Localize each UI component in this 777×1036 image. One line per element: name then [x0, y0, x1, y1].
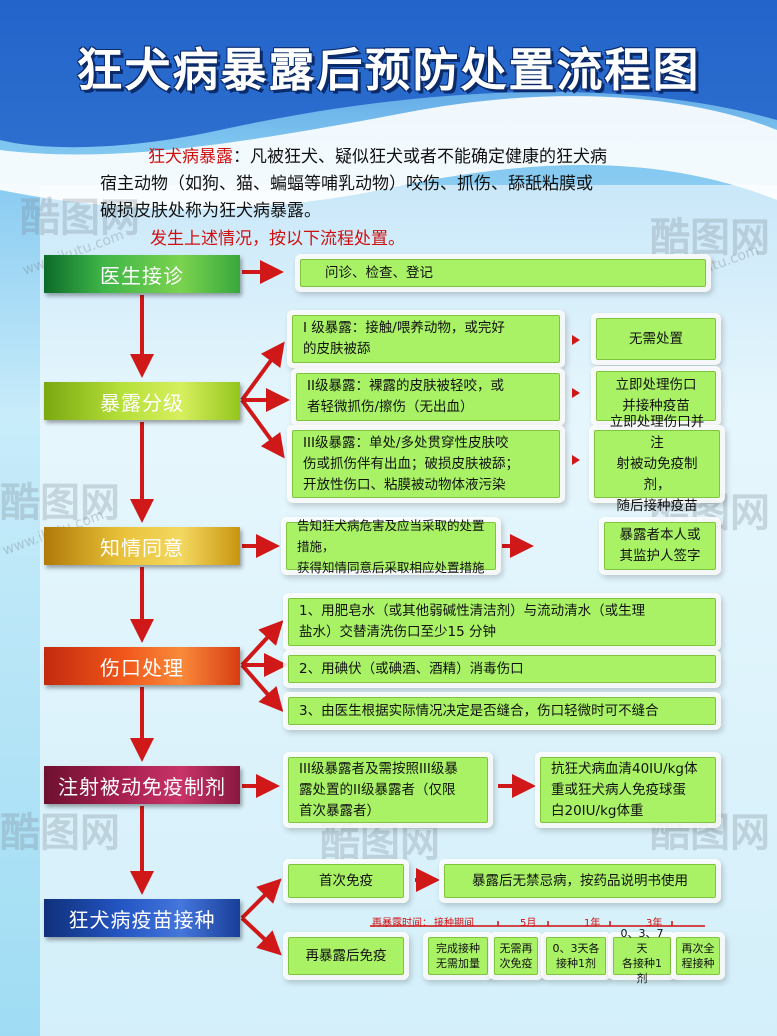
consent-result-line: 其监护人签字 — [619, 548, 701, 564]
level-1-action-box: 无需处置 — [596, 318, 716, 360]
flow-arrow-branch — [240, 916, 282, 956]
first-immunization-note: 暴露后无禁忌病，按药品说明书使用 — [472, 872, 688, 889]
level-desc-line: II级暴露：裸露的皮肤被轻咬，或 — [307, 378, 504, 394]
wound-line: 1、用肥皂水（或其他弱碱性清洁剂）与流动清水（或生理 — [299, 603, 646, 619]
timeline-label: 再暴露时间： — [372, 918, 432, 929]
level-action-line: 射被动免疫制剂， — [616, 455, 698, 493]
timeline-mark: 5月 — [520, 918, 537, 929]
timeline-mark: 3年 — [646, 918, 663, 929]
re-option-line: 0、3、7天 — [620, 927, 664, 955]
level-action-line: 随后接种疫苗 — [616, 497, 698, 514]
page-title: 狂犬病暴露后预防处置流程图 — [76, 43, 701, 97]
re-option-line: 无需加量 — [436, 957, 480, 970]
small-arrow — [572, 388, 580, 398]
first-immunization-note-box: 暴露后无禁忌病，按药品说明书使用 — [444, 864, 716, 898]
re-option-line: 完成接种 — [436, 942, 480, 955]
consent-description-box: 告知狂犬病危害及应当采取的处置措施， 获得知情同意后采取相应处置措施 — [286, 518, 496, 575]
watermark-brand: 酷图网 — [0, 480, 120, 526]
exposure-level-2-box: II级暴露：裸露的皮肤被轻咬，或者轻微抓伤/擦伤（无出血） — [296, 373, 560, 421]
re-option-box: 无需再次免疫 — [494, 937, 538, 975]
level-action-line: 并接种疫苗 — [622, 398, 690, 414]
dose-line: 重或狂犬病人免疫球蛋 — [551, 781, 686, 798]
consent-line: 获得知情同意后采取相应处置措施 — [297, 559, 485, 575]
wound-line: 3、由医生根据实际情况决定是否缝合，伤口轻微时可不缝合 — [299, 702, 659, 719]
small-arrow — [572, 455, 580, 465]
consent-line: 告知狂犬病危害及应当采取的处置措施， — [297, 517, 485, 554]
level-3-action-box: 立即处理伤口并注射被动免疫制剂， 随后接种疫苗 — [594, 414, 720, 514]
intro-term: 狂犬病暴露 — [148, 147, 233, 167]
step-informed-consent: 知情同意 — [44, 527, 240, 565]
re-option-box: 0、3、7天各接种1剂 — [613, 927, 671, 985]
re-option-box: 0、3天各接种1剂 — [546, 937, 606, 975]
level-desc-line: 者轻微抓伤/擦伤（无出血） — [307, 399, 474, 415]
step-wound-treatment: 伤口处理 — [44, 647, 240, 685]
proceed-instruction: 发生上述情况，按以下流程处置。 — [150, 229, 405, 249]
level-desc-line: I 级暴露：接触/喂养动物，或完好 — [303, 320, 505, 336]
timeline-mark: 1年 — [584, 918, 601, 929]
immuno-line: 首次暴露者） — [299, 802, 380, 819]
small-arrow — [572, 335, 580, 345]
re-immunization-label: 再暴露后免疫 — [305, 947, 387, 964]
level-2-action-box: 立即处理伤口并接种疫苗 — [596, 371, 716, 421]
exposure-level-1-box: I 级暴露：接触/喂养动物，或完好的皮肤被舔 — [292, 315, 560, 363]
first-immunization-box: 首次免疫 — [288, 864, 404, 898]
watermark-brand: 酷图网 — [20, 195, 140, 241]
wound-step-1-box: 1、用肥皂水（或其他弱碱性清洁剂）与流动清水（或生理盐水）交替清洗伤口至少15 … — [288, 598, 716, 646]
intro-line: ：凡被狂犬、疑似狂犬或者不能确定健康的狂犬病 — [233, 147, 607, 167]
flow-arrow-branch — [240, 878, 282, 920]
step-passive-immunization: 注射被动免疫制剂 — [44, 766, 240, 804]
timeline-period: 接种期间 — [434, 918, 474, 929]
immuno-recipient-box: III级暴露者及需按照III级暴露处置的II级暴露者（仅限首次暴露者） — [288, 757, 488, 823]
re-option-line: 无需再 — [499, 942, 533, 955]
step-doctor-reception: 医生接诊 — [44, 255, 240, 293]
level-desc-line: 开放性伤口、粘膜被动物体液污染 — [303, 476, 506, 493]
level-desc-line: III级暴露：单处/多处贯穿性皮肤咬 — [303, 434, 509, 451]
re-option-line: 接种1剂 — [556, 957, 596, 970]
exposure-level-3-box: III级暴露：单处/多处贯穿性皮肤咬伤或抓伤伴有出血；破损皮肤被舔； 开放性伤口、… — [292, 430, 560, 498]
watermark-brand: 酷图网 — [0, 810, 120, 856]
consent-result-line: 暴露者本人或 — [619, 527, 701, 543]
immuno-line: 露处置的II级暴露者（仅限 — [299, 781, 456, 798]
re-option-box: 完成接种无需加量 — [428, 937, 488, 975]
level-desc-line: 伤或抓伤伴有出血；破损皮肤被舔； — [303, 455, 519, 472]
step-exposure-grading: 暴露分级 — [44, 382, 240, 420]
re-option-line: 程接种 — [681, 957, 715, 970]
watermark-brand: 酷图网 — [320, 820, 440, 866]
level-desc-line: 的皮肤被舔 — [303, 341, 371, 357]
step-rabies-vaccination: 狂犬病疫苗接种 — [44, 899, 240, 937]
intro-line: 破损皮肤处称为狂犬病暴露。 — [100, 201, 321, 221]
level-action-line: 立即处理伤口 — [615, 377, 697, 393]
reception-actions: 问诊、检查、登记 — [325, 264, 433, 281]
re-immunization-box: 再暴露后免疫 — [288, 937, 404, 975]
first-immunization-label: 首次免疫 — [319, 872, 373, 889]
reception-actions-box: 问诊、检查、登记 — [300, 259, 706, 287]
re-option-box: 再次全程接种 — [676, 937, 720, 975]
consent-signature-box: 暴露者本人或其监护人签字 — [604, 522, 716, 570]
flow-arrow-branch — [240, 663, 284, 713]
flow-arrow-branch — [240, 341, 285, 402]
immuno-dose-box: 抗狂犬病血清40IU/kg体重或狂犬病人免疫球蛋白20IU/kg体重 — [540, 757, 716, 823]
level-action-line: 立即处理伤口并注 — [609, 413, 705, 451]
dose-line: 抗狂犬病血清40IU/kg体 — [551, 760, 698, 777]
wound-step-2-box: 2、用碘伏（或碘酒、酒精）消毒伤口 — [288, 655, 716, 683]
flow-arrow-branch — [240, 398, 285, 459]
wound-step-3-box: 3、由医生根据实际情况决定是否缝合，伤口轻微时可不缝合 — [288, 697, 716, 725]
re-option-line: 再次全 — [681, 942, 715, 955]
dose-line: 白20IU/kg体重 — [551, 802, 644, 819]
flow-arrow-branch — [240, 620, 284, 667]
immuno-line: III级暴露者及需按照III级暴 — [299, 760, 458, 777]
re-option-line: 0、3天各 — [552, 942, 600, 955]
re-option-line: 各接种1剂 — [622, 957, 662, 985]
wound-line: 2、用碘伏（或碘酒、酒精）消毒伤口 — [299, 660, 524, 677]
intro-text: 狂犬病暴露：凡被狂犬、疑似狂犬或者不能确定健康的狂犬病 宿主动物（如狗、猫、蝙蝠… — [100, 144, 700, 225]
wound-line: 盐水）交替清洗伤口至少15 分钟 — [299, 624, 496, 640]
re-option-line: 次免疫 — [499, 957, 533, 970]
watermark-brand: 酷图网 — [650, 215, 770, 261]
level-action-line: 无需处置 — [629, 330, 683, 347]
intro-line: 宿主动物（如狗、猫、蝙蝠等哺乳动物）咬伤、抓伤、舔舐粘膜或 — [100, 174, 593, 194]
